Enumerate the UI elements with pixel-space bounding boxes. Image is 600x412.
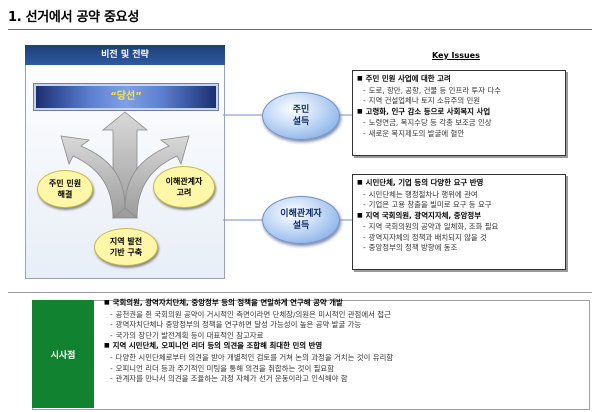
issue-detail: 노령연금, 복지수당 등 각종 보조금 인상 [357,118,561,129]
issue-heading: 지역 국회의원, 광역지자체, 중앙정부 [357,211,561,223]
issue-detail: 새로운 복지제도의 발굴에 혈안 [357,129,561,140]
implication-detail: 다양한 시민단체로부터 의견을 받아 개별적인 검토를 거쳐 논의 과정을 거치… [104,353,393,364]
implication-detail: 광역자치단체나 중앙정부의 정책을 연구하면 달성 가능성이 높은 공약 발굴 … [104,320,393,331]
implications-list: 국회의원, 광역자치단체, 중앙정부 등의 정책을 면밀하게 연구해 공약 개발… [104,298,393,385]
issue-heading: 고령화, 인구 감소 등으로 사회복지 사업 [357,107,561,119]
issue-heading: 시민단체, 기업 등의 다양한 요구 반영 [357,178,561,190]
issue-detail: 시민단체는 행정절차나 행위에 관여 [357,190,561,201]
key-issue-box-residents: 주민 민원 사업에 대한 고려 도로, 항만, 공항, 건물 등 인프라 투자 … [352,70,566,156]
ellipse-text-line: 주민 [292,105,310,115]
implication-heading: 국회의원, 광역자치단체, 중앙정부 등의 정책을 면밀하게 연구해 공약 개발 [104,298,393,310]
ellipse-text-line: 설득 [292,221,310,231]
implication-detail: 국가의 장단기 발전계획 등이 대표적인 참고자료 [104,331,393,342]
ellipse-text-line: 설득 [292,117,310,127]
implications-label: 시사점 [32,300,94,408]
implication-heading: 지역 시민단체, 오피니언 리더 등의 의견을 조합해 최대한 민의 반영 [104,341,393,353]
page-title: 1. 선거에서 공약 중요성 [8,10,140,25]
issue-detail: 중앙정부의 정책 방향에 동조 [357,243,561,254]
implication-detail: 관계자를 만나서 의견을 조율하는 과정 자체가 선거 운동이라고 인식해야 함 [104,374,393,385]
ellipse-text-line: 이해관계자 [280,209,322,219]
oval-text-line: 지역 발전 [109,237,143,246]
key-issues-title: Key Issues [432,51,480,60]
issue-detail: 기업은 고용 창출을 빌미로 요구 등 요구 [357,200,561,211]
key-issue-box-stakeholders: 시민단체, 기업 등의 다양한 요구 반영 시민단체는 행정절차나 행위에 관여… [352,174,566,270]
oval-text-line: 기반 구축 [109,248,143,257]
title-divider [8,29,592,30]
election-banner: “당선” [34,84,218,110]
oval-text-line: 해결 [57,190,73,199]
section-divider [8,292,592,293]
issue-heading: 주민 민원 사업에 대한 고려 [357,74,561,86]
issue-detail: 지역 국회의원의 공약과 일체화, 조화 필요 [357,222,561,233]
oval-text-line: 이해관계자 [165,177,203,186]
three-way-arrow-icon [60,111,190,219]
issue-detail: 광역지자체의 정책과 배치되지 않을 것 [357,233,561,244]
panel-header: 비전 및 전략 [25,45,225,65]
oval-text-line: 주민 민원 [48,179,82,188]
implication-detail: 공천권을 쥔 국회의원 공약이 거시적인 측면이라면 단체장/의원은 미시적인 … [104,310,393,321]
implication-detail: 오피니언 리더 등과 주기적인 미팅을 통해 의견을 취합하는 것이 필요함 [104,364,393,375]
oval-text-line: 고려 [176,188,192,197]
issue-detail: 도로, 항만, 공항, 건물 등 인프라 투자 다수 [357,86,561,97]
issue-detail: 지역 건설업체나 토지 소유주의 민원 [357,96,561,107]
